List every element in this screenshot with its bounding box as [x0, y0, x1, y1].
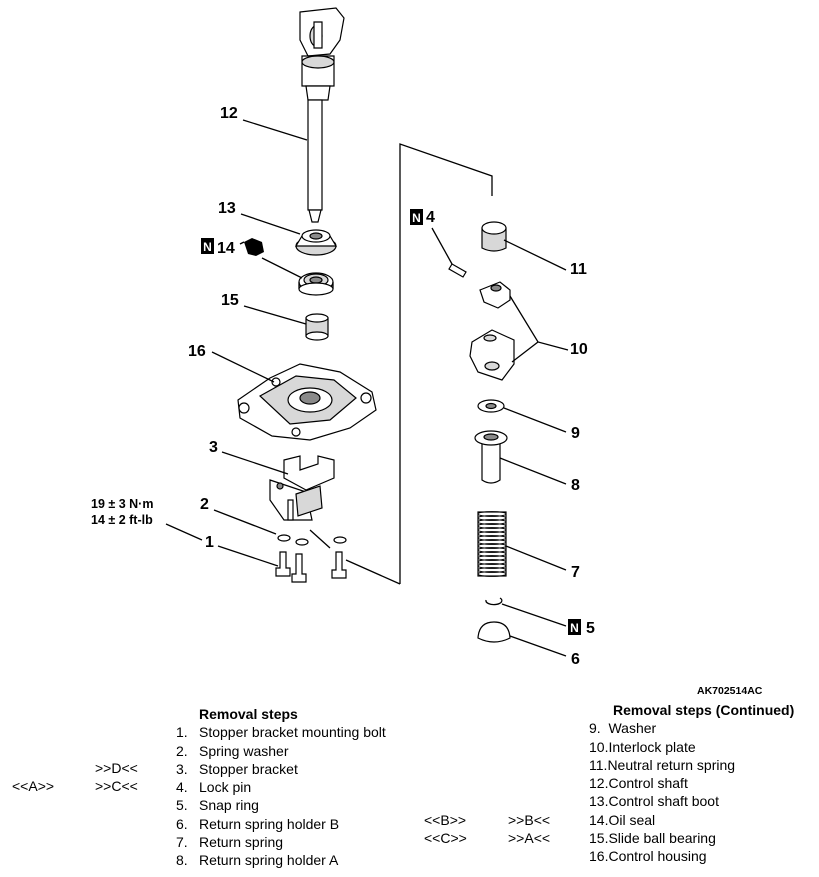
step-6: 6.Return spring holder B — [176, 815, 340, 832]
callout-6: 6 — [571, 651, 580, 668]
removal-steps-continued-list: Removal steps (Continued) 9. Washer 10.I… — [589, 701, 794, 866]
callout-12: 12 — [220, 105, 238, 122]
figure-id: AK702514AC — [697, 685, 763, 697]
new-part-symbol-14: N — [201, 238, 214, 254]
mark-step14-install: >>B<< — [508, 812, 551, 828]
mark-step4-removal: <<A>> — [12, 778, 55, 794]
step-8: 8.Return spring holder A — [176, 852, 339, 869]
callout-labels: 12 13 14 15 16 3 2 1 4 11 10 9 8 7 5 6 — [188, 105, 595, 668]
callout-1: 1 — [205, 534, 214, 551]
callout-11: 11 — [570, 261, 587, 278]
step-4: 4.Lock pin — [176, 779, 252, 796]
grease-icon — [239, 238, 264, 256]
callout-13: 13 — [218, 200, 236, 217]
removal-steps-title: Removal steps — [199, 706, 298, 722]
return-spring — [477, 511, 507, 577]
mark-step15-removal: <<C>> — [424, 830, 467, 846]
spring-coil — [477, 511, 507, 517]
callout-14: 14 — [217, 240, 235, 257]
callout-8: 8 — [571, 477, 580, 494]
spring-washers — [277, 534, 347, 546]
spring-coil — [477, 539, 507, 545]
callout-5: 5 — [586, 620, 595, 637]
torque-spec-metric: 19 ± 3 N·m — [91, 497, 153, 511]
interlock-plate — [469, 281, 515, 381]
mark-step3-install: >>D<< — [95, 760, 138, 776]
spring-coil — [477, 531, 507, 537]
control-housing — [237, 363, 377, 441]
step-1: 1.Stopper bracket mounting bolt — [176, 724, 386, 741]
step-12: 12.Control shaft — [589, 775, 688, 792]
svg-text:N: N — [570, 621, 579, 635]
step-15: 15.Slide ball bearing — [589, 830, 716, 847]
oil-seal — [298, 272, 334, 296]
spring-coil — [477, 559, 507, 565]
assembly-bracket-line — [309, 143, 493, 585]
svg-text:N: N — [203, 240, 212, 254]
step-9: 9. Washer — [589, 720, 657, 737]
spring-coil — [477, 527, 507, 533]
stopper-bracket — [269, 455, 335, 521]
new-part-symbol-4: N — [410, 209, 423, 225]
spring-coil — [477, 515, 507, 521]
step-5: 5.Snap ring — [176, 797, 259, 814]
callout-10: 10 — [570, 341, 588, 358]
spring-coil — [477, 563, 507, 569]
spring-coil — [477, 535, 507, 541]
control-shaft — [299, 7, 345, 223]
callout-4: 4 — [426, 209, 435, 226]
spring-coil — [477, 555, 507, 561]
mark-step14-removal: <<B>> — [424, 812, 467, 828]
removal-steps-list: Removal steps 1.Stopper bracket mounting… — [176, 705, 386, 870]
spring-coil — [477, 567, 507, 573]
return-spring-holder-a — [474, 430, 508, 484]
svg-text:N: N — [412, 211, 421, 225]
callout-2: 2 — [200, 496, 209, 513]
new-part-symbol-5: N — [568, 619, 581, 635]
spring-coil — [477, 571, 507, 577]
callout-15: 15 — [221, 292, 239, 309]
callout-16: 16 — [188, 343, 206, 360]
lock-pin-part — [448, 263, 467, 278]
step-10: 10.Interlock plate — [589, 738, 696, 755]
spring-coil — [477, 523, 507, 529]
return-spring-holder-b — [477, 621, 511, 643]
spring-coil — [477, 547, 507, 553]
mark-step15-install: >>A<< — [508, 830, 551, 846]
callout-3: 3 — [209, 439, 218, 456]
mark-step4-install: >>C<< — [95, 778, 138, 794]
removal-steps-continued-title: Removal steps (Continued) — [613, 702, 795, 718]
washer-part — [477, 399, 505, 413]
snap-ring-part — [485, 597, 503, 606]
step-2: 2.Spring washer — [176, 742, 289, 759]
leader-lines — [165, 119, 569, 657]
step-3: 3.Stopper bracket — [176, 760, 298, 777]
torque-spec-imperial: 14 ± 2 ft-lb — [91, 513, 153, 527]
spring-coil — [477, 519, 507, 525]
slide-ball-bearing — [305, 313, 329, 341]
spring-coil — [477, 551, 507, 557]
step-16: 16.Control housing — [589, 848, 707, 865]
neutral-return-spring-part — [481, 221, 507, 252]
mounting-bolts — [275, 551, 347, 583]
control-shaft-boot — [294, 229, 338, 256]
step-7: 7.Return spring — [176, 834, 284, 851]
exploded-view-diagram: N N N 12 13 14 15 16 3 2 1 4 11 10 9 8 7… — [91, 7, 763, 697]
step-13: 13.Control shaft boot — [589, 793, 719, 810]
step-14: 14.Oil seal — [589, 811, 656, 828]
step-11: 11.Neutral return spring — [589, 756, 736, 773]
callout-9: 9 — [571, 425, 580, 442]
callout-7: 7 — [571, 564, 580, 581]
